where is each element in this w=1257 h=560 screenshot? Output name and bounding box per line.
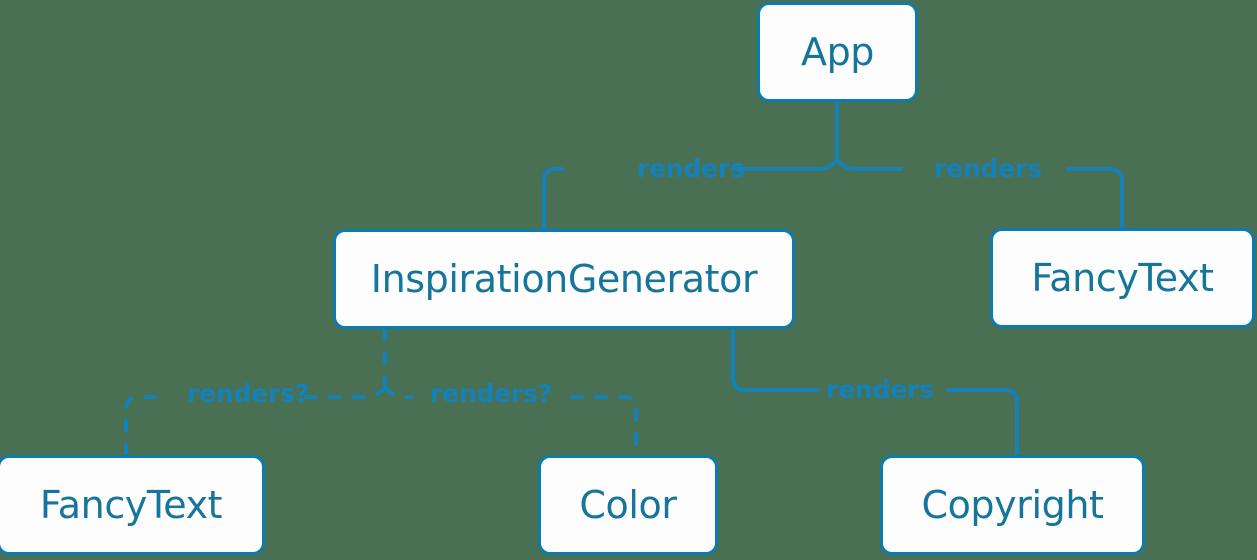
node-copyright[interactable]: Copyright [880,455,1145,555]
edge-inspiration-to-copyright [731,327,820,392]
edge-inspiration-to-copyright-tail [946,388,1019,457]
edge-label-inspiration-to-copyright: renders [826,375,934,404]
edge-inspiration-to-color-tail [570,395,638,457]
node-inspiration-generator[interactable]: InspirationGenerator [333,229,795,329]
node-app[interactable]: App [757,2,918,102]
edge-inspiration-to-fancytext-left [286,386,387,399]
edge-label-inspiration-to-color: renders? [430,379,553,408]
edge-app-to-inspiration [731,158,839,171]
node-fancytext-right-label: FancyText [1031,256,1214,300]
node-inspiration-generator-label: InspirationGenerator [370,257,758,301]
edge-label-inspiration-to-fancytext-left: renders? [187,379,310,408]
edge-label-app-to-inspiration: renders [637,154,745,183]
edge-app-to-fancytext-right-tail [1066,167,1124,230]
node-fancytext-right[interactable]: FancyText [990,228,1255,328]
node-color[interactable]: Color [538,455,718,555]
edge-inspiration-to-color [383,386,414,399]
edge-inspiration-to-fancytext-left-tail [124,395,157,457]
node-copyright-label: Copyright [921,483,1104,527]
node-fancytext-left-label: FancyText [39,483,223,527]
node-fancytext-left[interactable]: FancyText [0,455,265,555]
node-app-label: App [800,30,875,74]
edge-app-to-inspiration-tail [542,167,564,231]
node-color-label: Color [579,483,677,527]
edge-label-app-to-fancytext-right: renders [934,154,1042,183]
edge-app-to-fancytext-right [835,158,903,171]
